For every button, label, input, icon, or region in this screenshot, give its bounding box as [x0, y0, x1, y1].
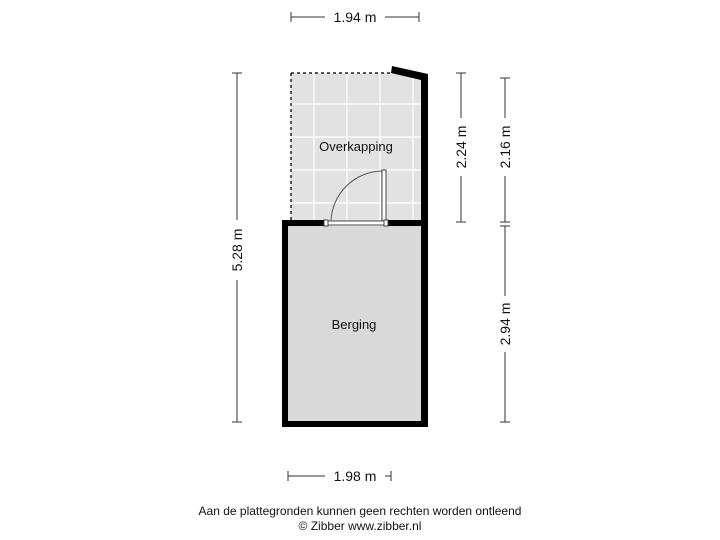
dimension-label-bottom: 1.98 m [334, 468, 377, 484]
open-side-dashed-line [290, 72, 391, 222]
door [323, 169, 389, 227]
berging-wall-top-left [282, 220, 324, 226]
tile-grid [291, 73, 421, 223]
room-label-overkapping: Overkapping [319, 139, 393, 154]
door-jamb-left [323, 219, 329, 227]
overkapping-floor [291, 73, 421, 223]
footer-disclaimer: Aan de plattegronden kunnen geen rechten… [198, 504, 522, 518]
room-label-berging: Berging [332, 317, 377, 332]
dimension-label-berging: 2.94 m [497, 303, 513, 346]
door-threshold [323, 220, 389, 226]
berging-floor [288, 226, 421, 422]
dimension-label-overkapping-inner: 2.24 m [453, 126, 469, 169]
dimension-label-top: 1.94 m [334, 9, 377, 25]
dimension-label-total-height: 5.28 m [229, 229, 245, 272]
footer-copyright: © Zibber www.zibber.nl [298, 519, 422, 533]
berging-wall-bottom [282, 421, 428, 427]
berging-wall-right [421, 220, 428, 427]
dimension-lines [232, 12, 510, 481]
door-leaf [381, 169, 387, 222]
door-swing-arc [330, 170, 383, 222]
berging-wall-top-right [388, 220, 428, 226]
overkapping-area [290, 66, 428, 223]
dimension-label-overkapping-outer: 2.16 m [497, 126, 513, 169]
overkapping-wall-right [391, 66, 428, 223]
door-jamb-right [383, 219, 389, 227]
berging-room [282, 220, 428, 427]
berging-wall-left [282, 220, 288, 427]
